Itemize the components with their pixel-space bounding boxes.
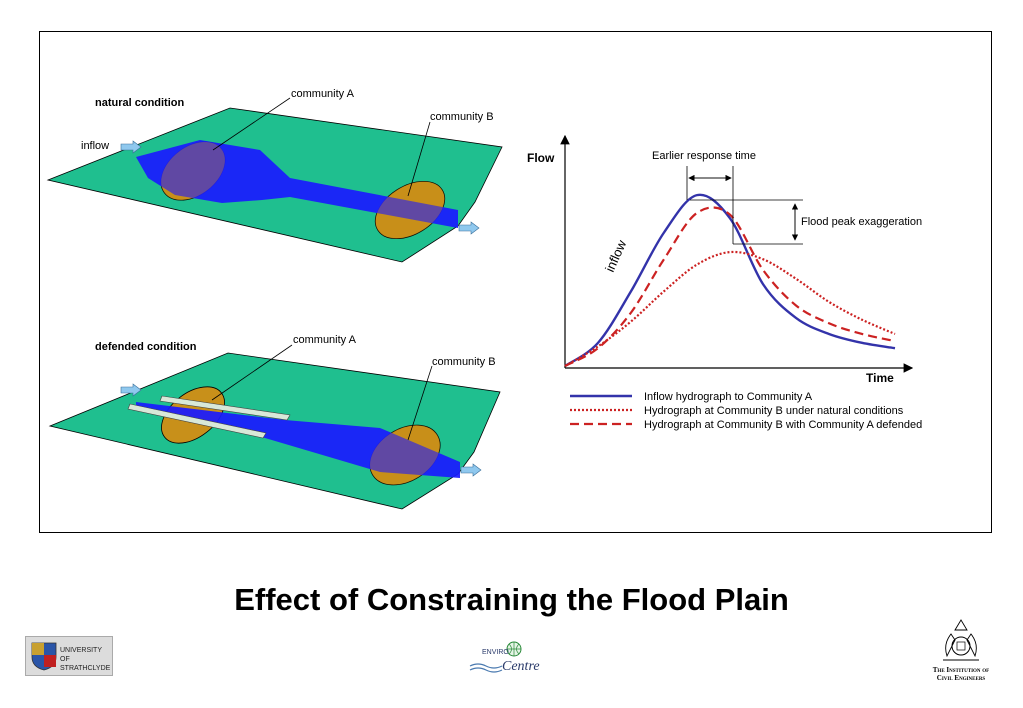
inflow-arrow-defended	[120, 383, 142, 397]
hydrograph-chart: Flow Time Earlier response time Flood pe…	[527, 134, 922, 431]
river-natural	[136, 140, 458, 228]
community-a-overlay	[161, 141, 225, 201]
community-b-label-defended: community B	[432, 356, 496, 368]
river-defended	[136, 402, 460, 478]
envirocentre-globe-icon: ENVIRO Centre	[469, 641, 540, 674]
ice-text-1: The Institution of	[932, 666, 990, 674]
natural-condition-label: natural condition	[95, 97, 185, 109]
ice-logo: The Institution of Civil Engineers	[925, 616, 997, 682]
envirocentre-logo: ENVIRO Centre	[468, 640, 548, 676]
levee-lower	[127, 403, 267, 439]
slide-title: Effect of Constraining the Flood Plain	[234, 582, 789, 617]
levee-upper	[159, 395, 291, 421]
legend-label-2: Hydrograph at Community B under natural …	[644, 405, 904, 417]
outflow-arrow-defended	[460, 463, 482, 477]
strathclyde-logo-text: UNIVERSITY OF STRATHCLYDE	[60, 647, 111, 672]
series-line-3	[564, 206, 896, 367]
series-line-1	[564, 193, 896, 368]
peak-exaggeration-label: Flood peak exaggeration	[801, 216, 922, 228]
strathclyde-shield-icon	[31, 642, 57, 671]
legend-label-1: Inflow hydrograph to Community A	[644, 391, 813, 403]
community-a-label-natural: community A	[291, 88, 355, 100]
diagram-frame	[39, 31, 992, 533]
defended-condition-panel: defended condition community A community…	[48, 334, 501, 510]
envirocentre-text-1: ENVIRO	[482, 649, 509, 656]
response-time-label: Earlier response time	[652, 150, 756, 162]
community-a-label-defended: community A	[293, 334, 357, 346]
x-axis-label: Time	[866, 371, 894, 385]
community-b-overlay	[375, 181, 445, 239]
inflow-label: inflow	[81, 140, 109, 152]
defended-condition-label: defended condition	[95, 341, 197, 353]
y-axis-label: Flow	[527, 151, 555, 165]
ice-text-2: Civil Engineers	[936, 674, 986, 682]
flood-diagram: natural condition community A community …	[46, 88, 922, 510]
ice-crest-icon	[943, 619, 979, 661]
strathclyde-logo: UNIVERSITY OF STRATHCLYDE	[25, 636, 113, 676]
envirocentre-text-2: Centre	[502, 659, 540, 674]
inflow-curve-label: inflow	[602, 237, 629, 274]
outflow-arrow-natural	[458, 221, 480, 235]
inflow-arrow-natural	[120, 140, 142, 154]
natural-condition-panel: natural condition community A community …	[46, 88, 503, 263]
legend-label-3: Hydrograph at Community B with Community…	[644, 419, 922, 431]
community-b-label-natural: community B	[430, 111, 494, 123]
chart-legend: Inflow hydrograph to Community A Hydrogra…	[570, 391, 922, 431]
